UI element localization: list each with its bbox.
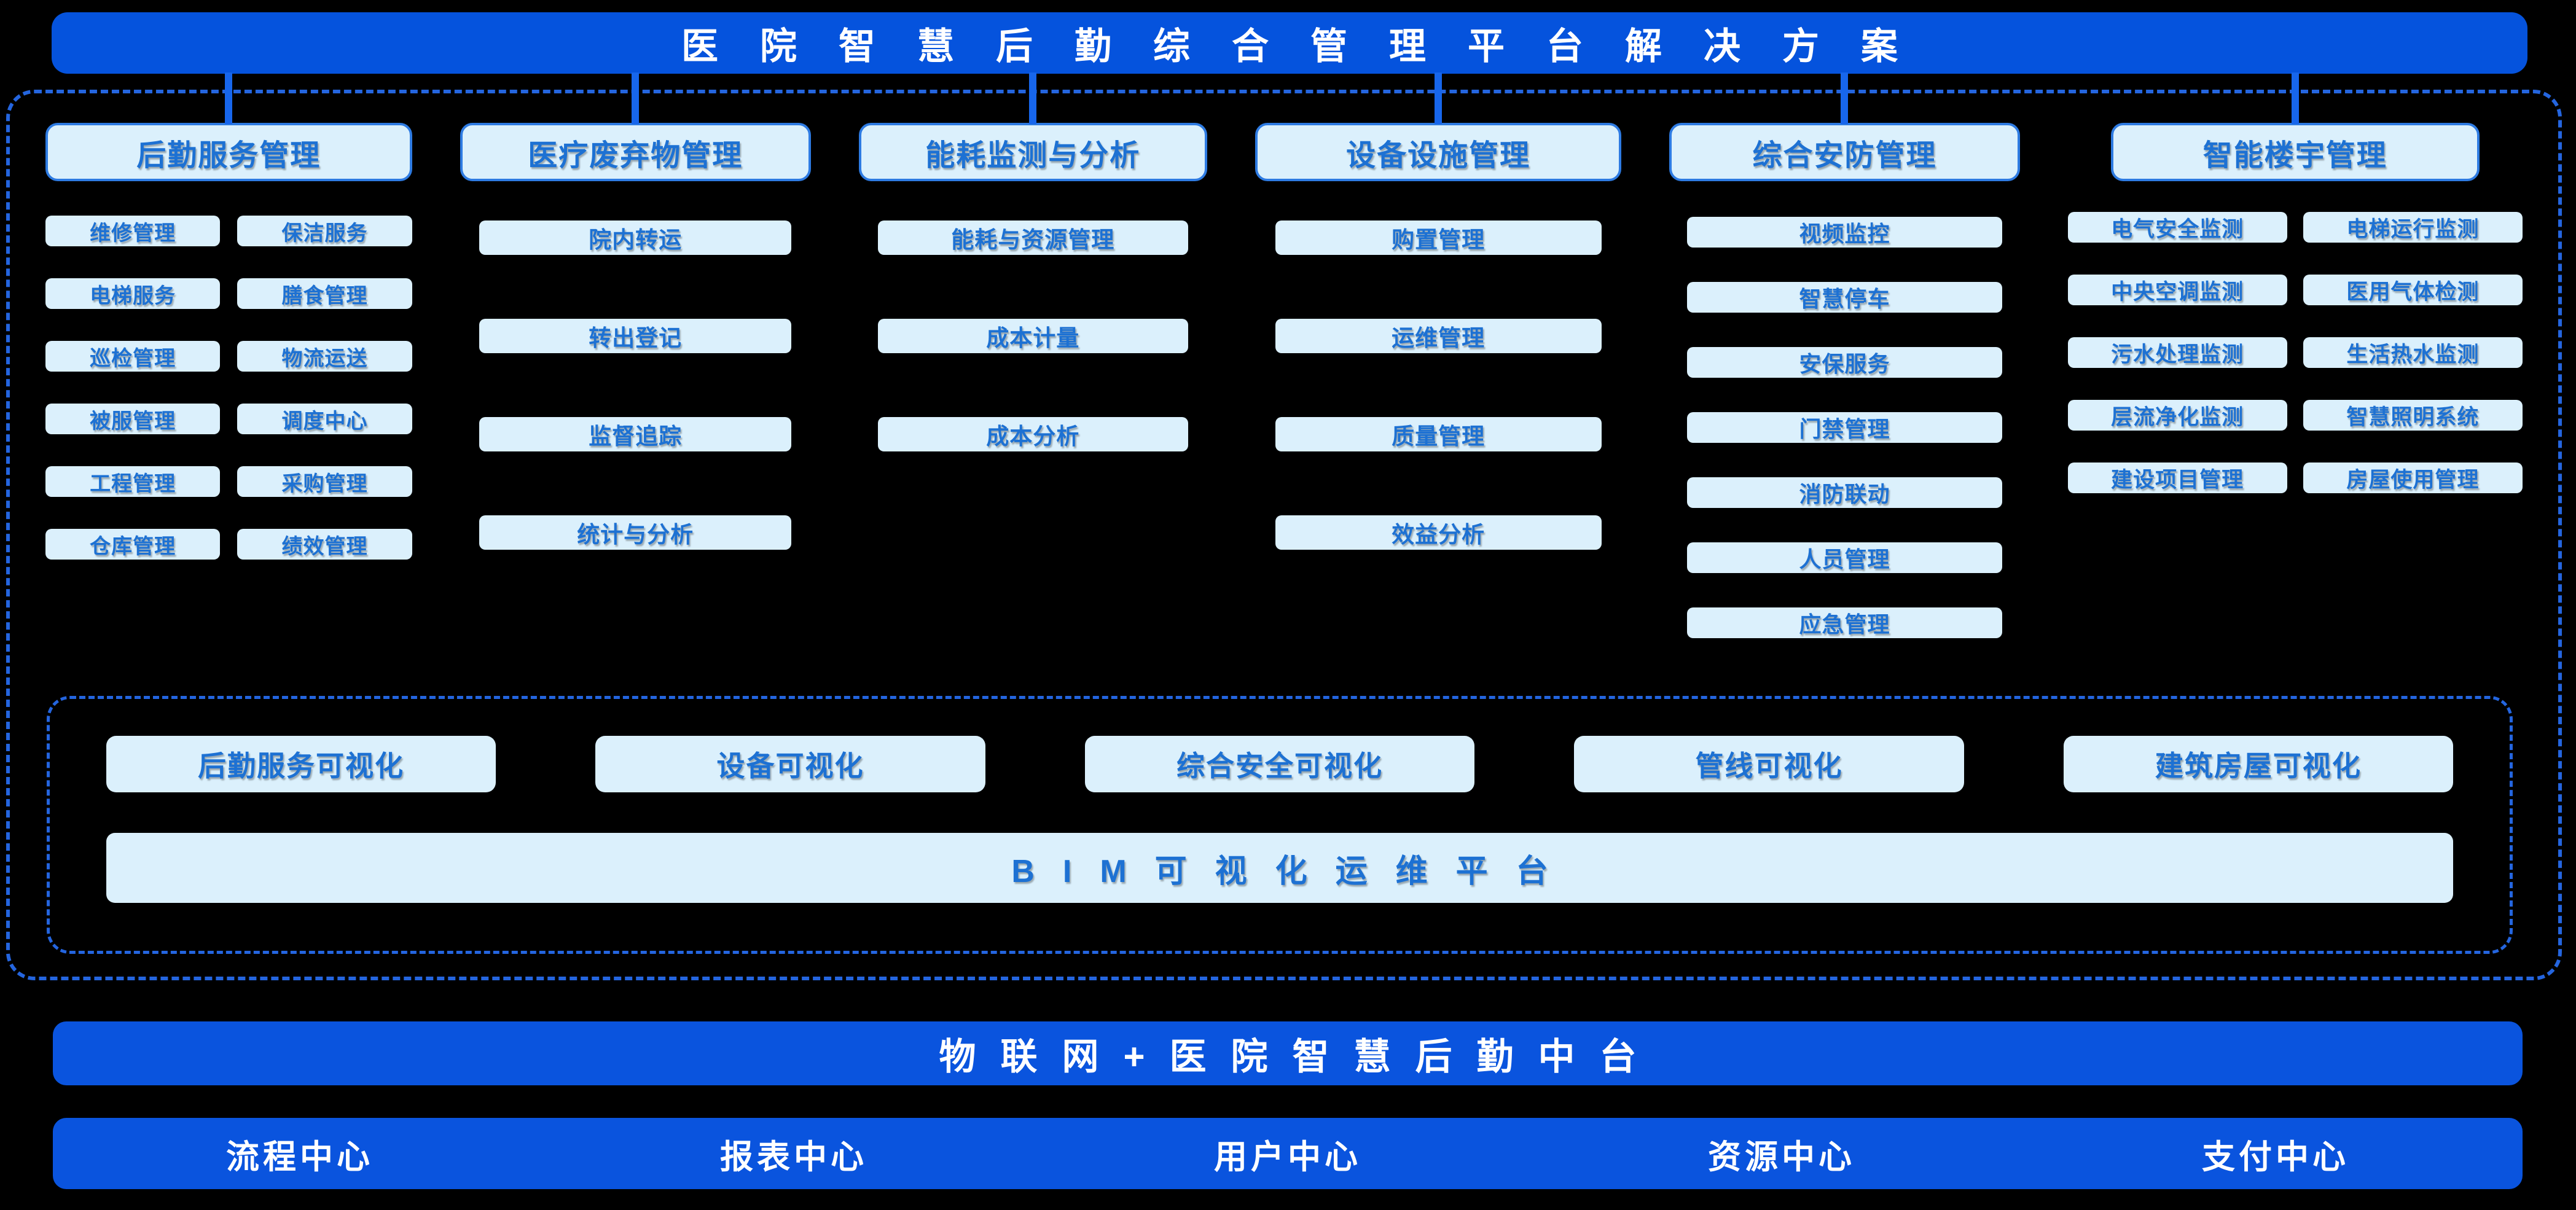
column-items: 视频监控智慧停车安保服务门禁管理消防联动人员管理应急管理 bbox=[1669, 217, 2019, 638]
module-item: 院内转运 bbox=[479, 221, 792, 255]
module-item: 运维管理 bbox=[1275, 319, 1602, 353]
column-items: 能耗与资源管理成本计量成本分析 bbox=[859, 221, 1207, 451]
module-item: 仓库管理 bbox=[45, 529, 221, 560]
column-header: 智能楼宇管理 bbox=[2110, 123, 2480, 181]
center-item: 资源中心 bbox=[1708, 1138, 1855, 1176]
module-item: 应急管理 bbox=[1686, 607, 2003, 638]
center-item: 支付中心 bbox=[2202, 1138, 2349, 1176]
module-item: 质量管理 bbox=[1275, 417, 1602, 451]
module-item: 安保服务 bbox=[1686, 347, 2003, 378]
module-item: 房屋使用管理 bbox=[2303, 463, 2523, 493]
module-item: 被服管理 bbox=[45, 404, 221, 434]
module-column-5: 综合安防管理视频监控智慧停车安保服务门禁管理消防联动人员管理应急管理 bbox=[1669, 123, 2020, 638]
column-items: 电气安全监测电梯运行监测中央空调监测医用气体检测污水处理监测生活热水监测层流净化… bbox=[2067, 212, 2523, 493]
visualization-box: 设备可视化 bbox=[595, 736, 985, 792]
module-item: 中央空调监测 bbox=[2067, 275, 2287, 305]
module-item: 物流运送 bbox=[237, 341, 412, 372]
bim-platform-bar: BIM可视化运维平台 bbox=[106, 833, 2453, 903]
module-item: 膳食管理 bbox=[237, 278, 412, 309]
module-item: 智慧停车 bbox=[1686, 282, 2003, 313]
center-item: 报表中心 bbox=[720, 1138, 867, 1176]
module-item: 绩效管理 bbox=[237, 529, 412, 560]
module-item: 电梯运行监测 bbox=[2303, 212, 2523, 243]
module-columns: 后勤服务管理维修管理保洁服务电梯服务膳食管理巡检管理物流运送被服管理调度中心工程… bbox=[45, 123, 2523, 638]
module-item: 污水处理监测 bbox=[2067, 337, 2287, 368]
module-item: 购置管理 bbox=[1275, 221, 1602, 255]
module-item: 转出登记 bbox=[479, 319, 792, 353]
visualization-box: 管线可视化 bbox=[1574, 736, 1964, 792]
module-item: 统计与分析 bbox=[479, 515, 792, 550]
module-item: 智慧照明系统 bbox=[2303, 400, 2523, 431]
module-column-1: 后勤服务管理维修管理保洁服务电梯服务膳食管理巡检管理物流运送被服管理调度中心工程… bbox=[45, 123, 412, 560]
module-column-4: 设备设施管理购置管理运维管理质量管理效益分析 bbox=[1255, 123, 1622, 550]
module-item: 视频监控 bbox=[1686, 217, 2003, 248]
column-header: 后勤服务管理 bbox=[45, 123, 412, 181]
column-header: 能耗监测与分析 bbox=[858, 123, 1207, 181]
module-item: 消防联动 bbox=[1686, 477, 2003, 508]
module-item: 监督追踪 bbox=[479, 417, 792, 451]
module-item: 采购管理 bbox=[237, 466, 412, 497]
page-title-banner: 医院智慧后勤综合管理平台解决方案 bbox=[52, 12, 2527, 74]
module-column-6: 智能楼宇管理电气安全监测电梯运行监测中央空调监测医用气体检测污水处理监测生活热水… bbox=[2067, 123, 2523, 493]
module-item: 人员管理 bbox=[1686, 542, 2003, 573]
visualization-row: 后勤服务可视化 设备可视化 综合安全可视化 管线可视化 建筑房屋可视化 bbox=[106, 736, 2453, 792]
column-items: 维修管理保洁服务电梯服务膳食管理巡检管理物流运送被服管理调度中心工程管理采购管理… bbox=[45, 216, 412, 560]
middleware-bar: 物联网+医院智慧后勤中台 bbox=[53, 1021, 2523, 1085]
module-item: 调度中心 bbox=[237, 404, 412, 434]
module-item: 巡检管理 bbox=[45, 341, 221, 372]
module-item: 效益分析 bbox=[1275, 515, 1602, 550]
center-item: 流程中心 bbox=[226, 1138, 374, 1176]
center-item: 用户中心 bbox=[1214, 1138, 1361, 1176]
column-header: 设备设施管理 bbox=[1255, 123, 1622, 181]
visualization-dashed-container: 后勤服务可视化 设备可视化 综合安全可视化 管线可视化 建筑房屋可视化 BIM可视化运维… bbox=[47, 696, 2513, 954]
module-item: 成本计量 bbox=[877, 319, 1188, 353]
module-item: 工程管理 bbox=[45, 466, 221, 497]
column-header: 医疗废弃物管理 bbox=[460, 123, 811, 181]
column-items: 购置管理运维管理质量管理效益分析 bbox=[1255, 221, 1622, 550]
modules-dashed-container: 后勤服务管理维修管理保洁服务电梯服务膳食管理巡检管理物流运送被服管理调度中心工程… bbox=[6, 90, 2562, 980]
module-item: 医用气体检测 bbox=[2303, 275, 2523, 305]
module-item: 建设项目管理 bbox=[2067, 463, 2287, 493]
centers-bar: 流程中心 报表中心 用户中心 资源中心 支付中心 bbox=[53, 1118, 2523, 1189]
module-item: 门禁管理 bbox=[1686, 412, 2003, 443]
module-item: 层流净化监测 bbox=[2067, 400, 2287, 431]
column-header: 综合安防管理 bbox=[1669, 123, 2020, 181]
module-item: 维修管理 bbox=[45, 216, 221, 246]
module-column-2: 医疗废弃物管理院内转运转出登记监督追踪统计与分析 bbox=[460, 123, 811, 550]
visualization-box: 后勤服务可视化 bbox=[106, 736, 496, 792]
module-item: 保洁服务 bbox=[237, 216, 412, 246]
column-items: 院内转运转出登记监督追踪统计与分析 bbox=[460, 221, 811, 550]
module-column-3: 能耗监测与分析能耗与资源管理成本计量成本分析 bbox=[858, 123, 1207, 451]
module-item: 能耗与资源管理 bbox=[877, 221, 1188, 255]
module-item: 成本分析 bbox=[877, 417, 1188, 451]
module-item: 电气安全监测 bbox=[2067, 212, 2287, 243]
module-item: 生活热水监测 bbox=[2303, 337, 2523, 368]
visualization-box: 综合安全可视化 bbox=[1084, 736, 1475, 792]
visualization-box: 建筑房屋可视化 bbox=[2063, 736, 2453, 792]
module-item: 电梯服务 bbox=[45, 278, 221, 309]
